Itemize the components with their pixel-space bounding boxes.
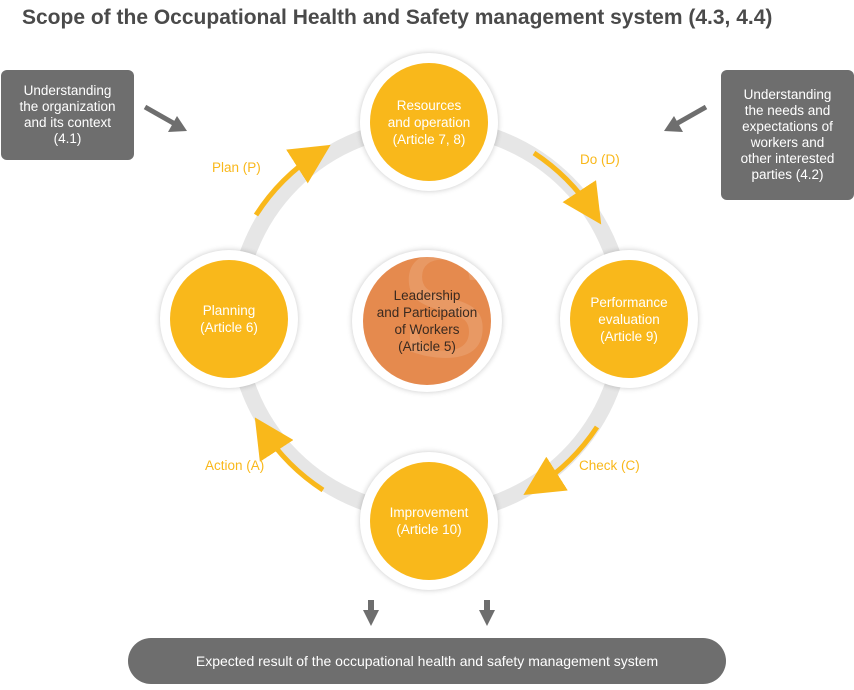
interested-parties-input-label: Understanding the needs and expectations… <box>740 87 835 182</box>
improvement-label: Improvement (Article 10) <box>389 505 469 537</box>
planning-node: Planning (Article 6) <box>160 250 298 388</box>
planning-label: Planning (Article 6) <box>200 303 258 335</box>
performance-evaluation-label: Performance evaluation (Article 9) <box>590 294 668 344</box>
performance-evaluation-node: Performance evaluation (Article 9) <box>560 250 698 388</box>
expected-result-label: Expected result of the occupational heal… <box>195 653 659 669</box>
watermark-icon: S <box>397 257 491 385</box>
action-arrow <box>254 417 325 493</box>
do-arrow <box>532 150 602 225</box>
plan-arrow <box>253 144 331 217</box>
do-label: Do (D) <box>580 152 620 167</box>
interested-parties-input-box: Understanding the needs and expectations… <box>721 70 854 200</box>
expected-result-bar: Expected result of the occupational heal… <box>128 638 726 684</box>
page-title: Scope of the Occupational Health and Saf… <box>22 6 773 29</box>
plan-label: Plan (P) <box>212 160 261 175</box>
result-arrow-left <box>363 600 379 626</box>
context-input-label: Understanding the organization and its c… <box>19 83 116 146</box>
result-arrow-right <box>479 600 495 626</box>
improvement-node: Improvement (Article 10) <box>360 452 498 590</box>
context-input-box: Understanding the organization and its c… <box>1 70 134 160</box>
check-arrow <box>523 425 600 496</box>
context-input-arrow <box>143 104 187 132</box>
interested-parties-input-arrow <box>664 104 708 132</box>
leadership-label: Leadership and Participation of Workers … <box>376 288 478 354</box>
action-label: Action (A) <box>205 458 265 473</box>
resources-operation-node: Resources and operation (Article 7, 8) <box>360 53 498 191</box>
leadership-node: S Leadership and Participation of Worker… <box>352 250 502 392</box>
resources-operation-label: Resources and operation (Article 7, 8) <box>387 97 471 147</box>
check-label: Check (C) <box>579 458 640 473</box>
